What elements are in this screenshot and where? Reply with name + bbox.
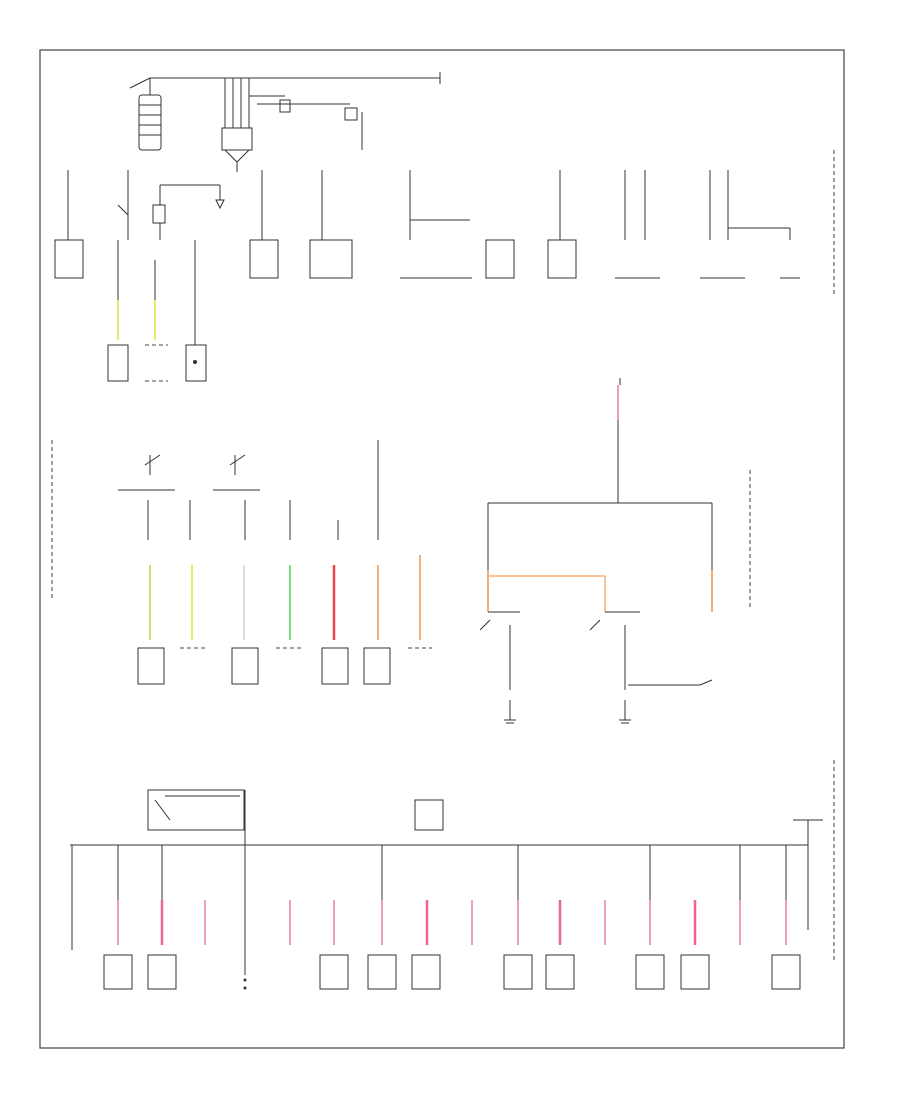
middle-right-section — [479, 378, 751, 724]
fuse-block-row — [54, 150, 835, 295]
ground-icon — [504, 700, 631, 724]
diagram-frame — [39, 49, 845, 1049]
bottom-section — [70, 760, 835, 990]
connector-icon — [103, 954, 801, 990]
battery-icon — [138, 94, 162, 151]
middle-section — [51, 440, 432, 685]
switch-icon — [144, 454, 246, 475]
left-upper-wires — [107, 240, 207, 382]
top-section — [129, 72, 441, 172]
relay-icon — [147, 789, 245, 831]
fuse-icon — [221, 78, 253, 172]
